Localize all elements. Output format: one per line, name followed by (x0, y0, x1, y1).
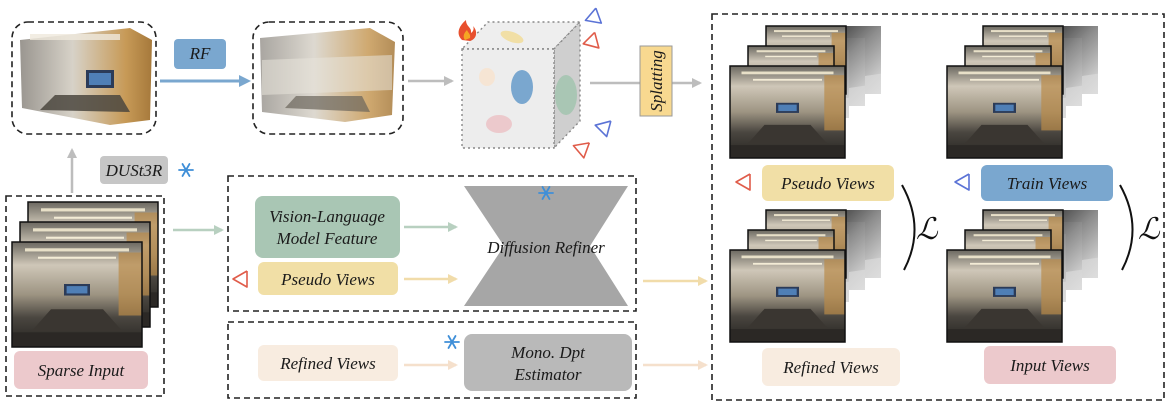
mono-label-line2: Estimator (513, 365, 581, 384)
pseudo-views-box-right (762, 165, 894, 201)
train-views-label: Train Views (1007, 174, 1088, 193)
vlm-feature-box (255, 196, 400, 258)
refiner-frame (227, 175, 637, 312)
vlm-label-line1: Vision-Language (269, 207, 385, 226)
train-views-box (981, 165, 1113, 201)
input-views-label: Input Views (1009, 356, 1090, 375)
refined-views-label-mid: Refined Views (279, 354, 376, 373)
refined-views-box-right (762, 348, 900, 386)
snowflake-icon (444, 335, 460, 349)
pointcloud-image-rf (260, 28, 395, 122)
camera-icon (954, 173, 970, 191)
diffusion-refiner-label: Diffusion Refiner (486, 238, 605, 257)
camera-icon (735, 173, 751, 191)
pointcloud-image-dust3r (20, 28, 152, 125)
camera-icon (232, 270, 248, 288)
loss-symbol-left: ℒ (916, 213, 939, 246)
pseudo-views-stack (729, 25, 881, 159)
pseudo-views-label-right: Pseudo Views (780, 174, 875, 193)
sparse-input-images (11, 201, 159, 348)
output-frame (711, 13, 1165, 401)
dust3r-box (100, 156, 168, 184)
splatting-box (639, 45, 673, 117)
mono-label-line1: Mono. Dpt (510, 343, 586, 362)
splatting-label: Splatting (647, 50, 666, 111)
pointcloud-box-dust3r (11, 21, 157, 135)
input-views-stack (946, 209, 1098, 343)
refined-views-box-mid (258, 345, 398, 381)
refined-views-label-right: Refined Views (782, 358, 879, 377)
camera-icon (581, 7, 603, 29)
camera-icon (592, 116, 612, 138)
diffusion-refiner-shape (464, 186, 628, 306)
fire-icon (458, 20, 477, 41)
rf-box (174, 39, 226, 69)
snowflake-icon (178, 163, 194, 177)
dust3r-label: DUSt3R (105, 161, 163, 180)
sparse-input-box (14, 351, 148, 389)
sparse-input-frame (5, 195, 165, 397)
gaussian-cube (460, 20, 582, 150)
rf-label: RF (189, 44, 211, 63)
loss-bracket-left (901, 184, 916, 271)
pseudo-views-label-mid: Pseudo Views (280, 270, 375, 289)
loss-symbol-right: ℒ (1138, 213, 1161, 246)
loss-bracket-right (1119, 184, 1134, 271)
pseudo-views-box-mid (258, 262, 398, 295)
sparse-input-label: Sparse Input (38, 361, 126, 380)
input-views-box (984, 346, 1116, 384)
train-views-stack (946, 25, 1098, 159)
refined-views-stack (729, 209, 881, 343)
pointcloud-box-rf (252, 21, 404, 135)
camera-icon (580, 31, 600, 53)
depth-frame (227, 321, 637, 399)
camera-icon (569, 137, 591, 159)
vlm-label-line2: Model Feature (276, 229, 378, 248)
mono-depth-box (464, 334, 632, 391)
